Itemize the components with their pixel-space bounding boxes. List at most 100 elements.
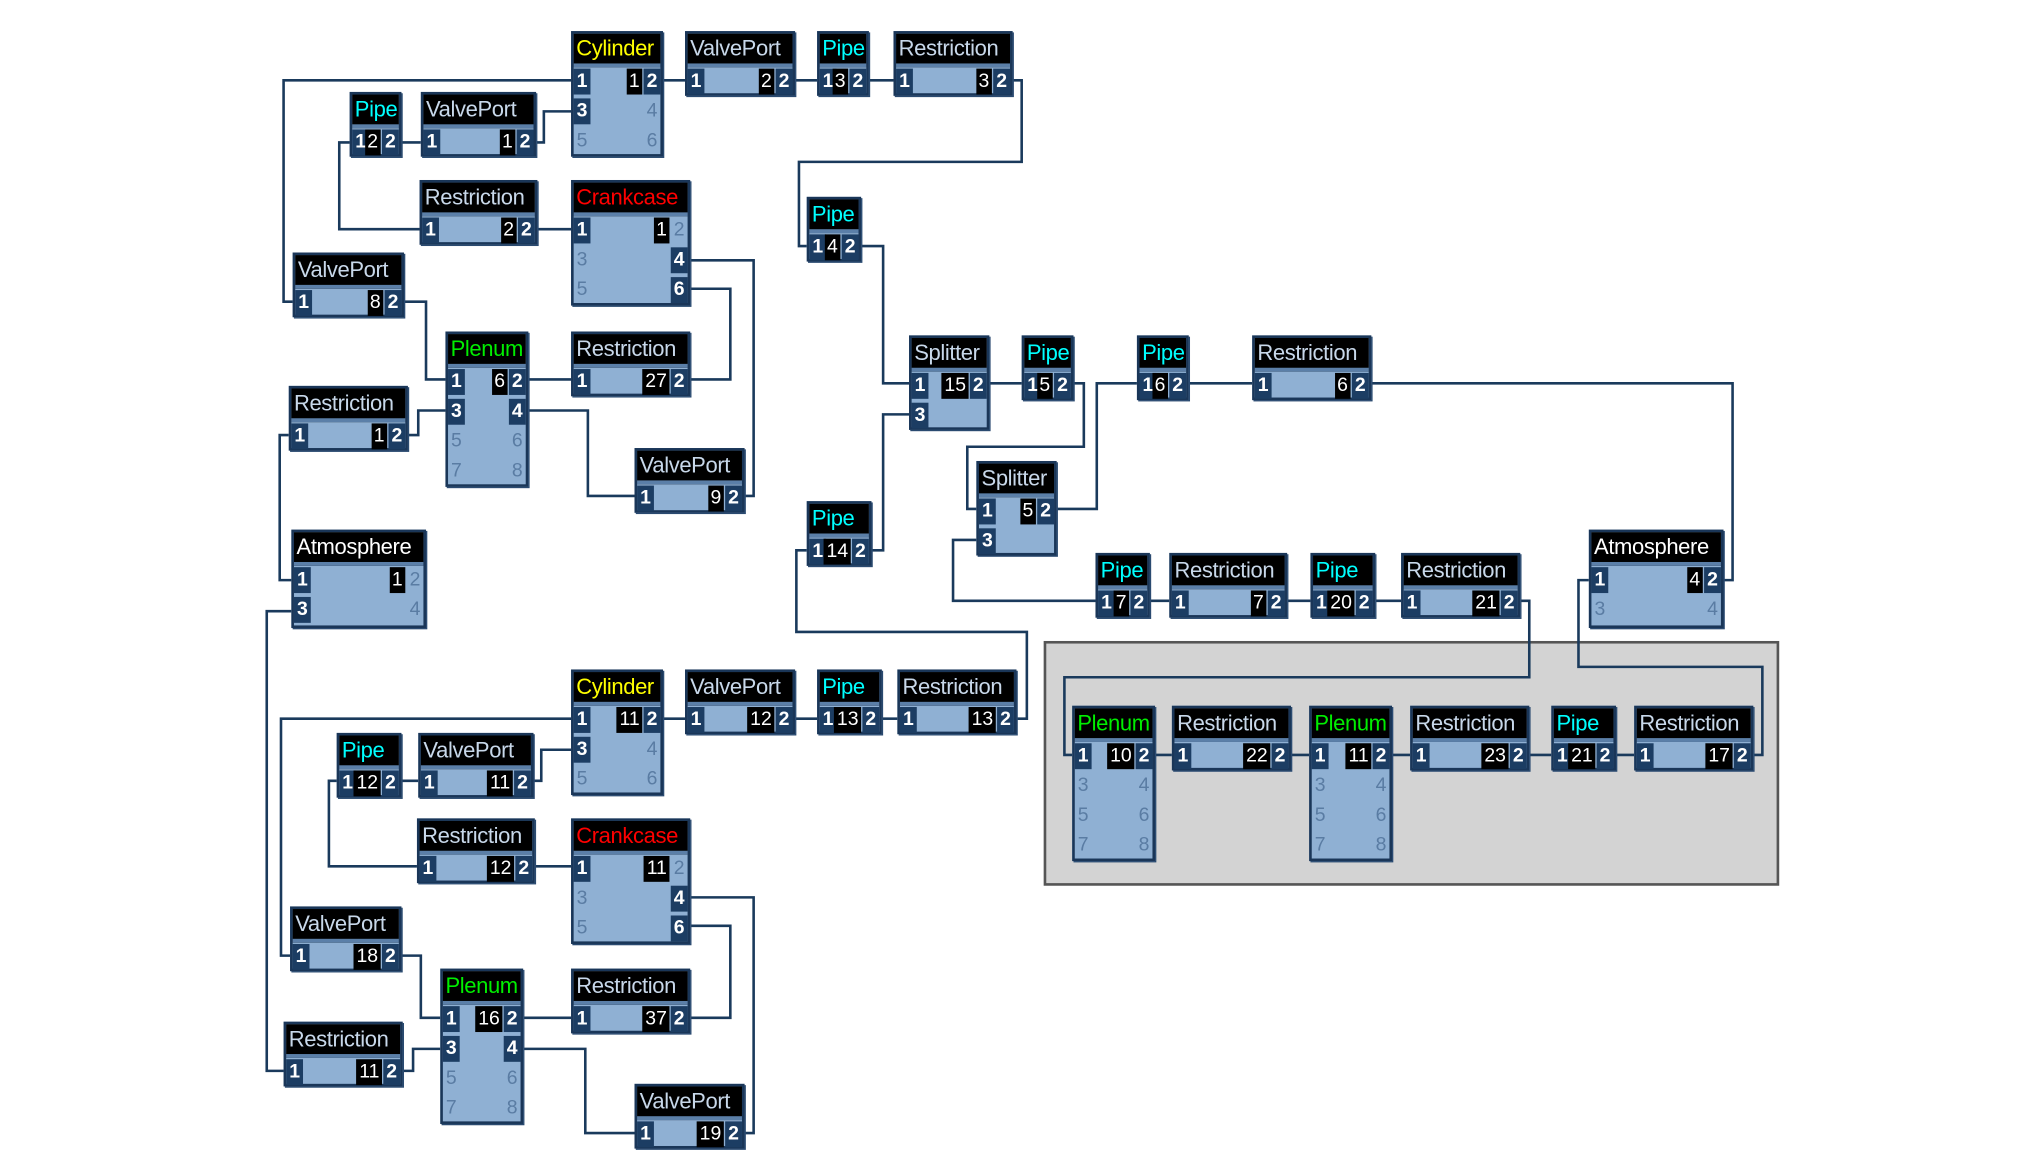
connection-wire[interactable] [282,78,572,304]
port-left[interactable]: 1 [286,1059,304,1086]
port-left[interactable]: 1 [295,290,313,316]
port-left[interactable]: 1 [1403,590,1421,617]
port-left[interactable]: 1 [637,485,654,512]
port-right[interactable]: 2 [643,707,661,733]
port-right[interactable]: 2 [503,1006,521,1033]
port-right[interactable]: 2 [381,770,399,797]
port-left[interactable]: 3 [576,887,588,910]
port-left[interactable]: 1 [687,68,705,95]
connection-wire[interactable] [523,1047,635,1135]
port-left[interactable]: 1 [1412,743,1430,770]
port-right[interactable]: 2 [670,369,688,395]
port-right[interactable]: 2 [1596,743,1614,770]
port-left[interactable]: 1 [1313,590,1330,617]
port-right[interactable]: 4 [670,885,688,912]
port-right[interactable]: 2 [381,129,399,156]
connection-wire[interactable] [1063,599,1531,757]
connection-wire[interactable] [1577,578,1764,757]
connection-wire[interactable] [536,110,572,144]
port-right[interactable]: 6 [1375,804,1387,827]
port-right[interactable]: 4 [508,398,526,425]
port-right[interactable]: 6 [670,915,688,942]
connection-wire[interactable] [528,409,635,498]
port-left[interactable]: 1 [1174,743,1192,770]
port-left[interactable]: 1 [448,369,465,395]
port-right[interactable]: 2 [673,218,685,241]
port-left[interactable]: 1 [420,770,438,797]
port-right[interactable]: 4 [646,99,658,122]
port-left[interactable]: 7 [1314,833,1326,856]
port-left[interactable]: 1 [573,68,591,95]
port-left[interactable]: 1 [896,68,913,95]
port-right[interactable]: 2 [673,857,685,880]
port-right[interactable]: 6 [1138,804,1150,827]
port-left[interactable]: 1 [573,1006,591,1033]
port-right[interactable]: 2 [775,68,793,95]
port-left[interactable]: 3 [1077,774,1089,797]
port-left[interactable]: 5 [576,129,588,152]
port-left[interactable]: 5 [451,429,462,452]
connection-wire[interactable] [265,609,292,1073]
port-left[interactable]: 3 [1314,774,1326,797]
connection-wire[interactable] [404,300,446,381]
connection-wire[interactable] [690,924,732,1020]
port-right[interactable]: 2 [508,369,526,395]
port-right[interactable]: 8 [1138,833,1150,856]
port-left[interactable]: 1 [819,707,837,733]
connection-wire[interactable] [1056,381,1137,511]
port-left[interactable]: 3 [576,248,588,271]
port-left[interactable]: 3 [978,528,996,555]
port-left[interactable]: 1 [442,1006,460,1033]
port-left[interactable]: 1 [573,855,591,882]
port-left[interactable]: 1 [1074,743,1092,770]
port-left[interactable]: 1 [293,567,311,594]
connection-wire[interactable] [861,244,910,385]
port-right[interactable]: 4 [646,738,658,761]
port-right[interactable]: 2 [1054,372,1071,399]
port-right[interactable]: 2 [515,855,533,882]
connection-wire[interactable] [1371,381,1734,582]
port-right[interactable]: 8 [1375,833,1387,856]
port-left[interactable]: 1 [1311,743,1329,770]
port-left[interactable]: 7 [445,1096,457,1119]
port-left[interactable]: 5 [576,278,588,301]
port-left[interactable]: 1 [422,217,439,244]
port-right[interactable]: 2 [383,1059,401,1086]
port-right[interactable]: 2 [1372,743,1390,770]
port-right[interactable]: 2 [1500,590,1518,617]
port-left[interactable]: 3 [1594,598,1606,621]
port-left[interactable]: 1 [809,234,827,261]
connection-wire[interactable] [690,896,755,1135]
port-right[interactable]: 2 [997,707,1014,733]
port-left[interactable]: 3 [573,98,591,125]
port-left[interactable]: 5 [1314,804,1326,827]
port-left[interactable]: 1 [419,855,437,882]
port-left[interactable]: 1 [1171,590,1189,617]
port-right[interactable]: 2 [841,234,859,261]
port-right[interactable]: 4 [1138,774,1150,797]
